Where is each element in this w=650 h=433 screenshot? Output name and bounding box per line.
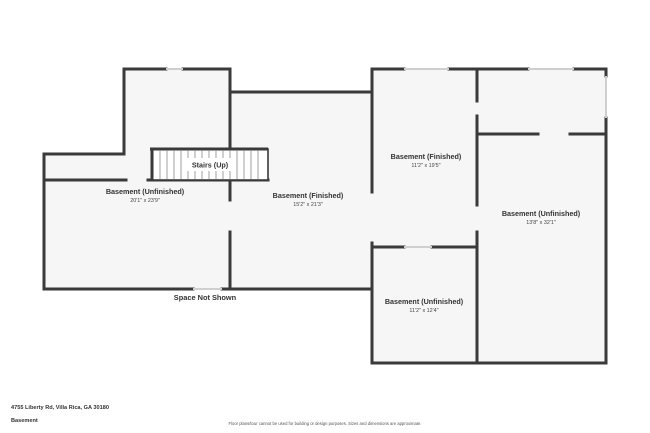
wall-segment (370, 67, 406, 194)
lower-middle-room-floor (372, 247, 477, 363)
room-labels: Basement (Unfinished) 20'1" x 23'9" Base… (106, 152, 581, 314)
disclaimer: Floor plans/tour cannot be used for buil… (228, 421, 422, 426)
wall-segment (42, 93, 195, 291)
stair-treads (159, 150, 259, 179)
stairs-label: Stairs (Up) (192, 161, 229, 170)
space-not-shown-label: Space Not Shown (174, 293, 237, 302)
walls (42, 67, 608, 365)
room-dims-basement-unfinished-middle: 11'2" x 12'4" (409, 308, 438, 314)
room-label-basement-finished-small: Basement (Finished) (391, 152, 462, 161)
windows (166, 68, 607, 290)
stairs-label-bg (187, 158, 233, 171)
room-label-basement-finished-large: Basement (Finished) (273, 191, 344, 200)
room-label-basement-unfinished-right: Basement (Unfinished) (502, 209, 581, 218)
room-dims-basement-unfinished-left: 20'1" x 23'9" (130, 198, 160, 204)
right-room-floor (477, 69, 606, 363)
room-label-basement-unfinished-middle: Basement (Unfinished) (385, 297, 464, 306)
room-label-basement-unfinished-left: Basement (Unfinished) (106, 187, 185, 196)
stairs: Stairs (Up) (150, 147, 269, 181)
wall-segment (122, 67, 168, 97)
floor-label: Basement (11, 418, 38, 424)
upper-middle-room-floor (372, 69, 477, 247)
room-dims-basement-finished-large: 15'2" x 21'3" (293, 202, 323, 208)
wall-segment (181, 67, 374, 94)
property-address: 4755 Liberty Rd, Villa Rica, GA 30180 (11, 405, 109, 411)
room-dims-basement-unfinished-right: 13'8" x 32'1" (526, 220, 556, 226)
room-dims-basement-finished-small: 11'2" x 19'5" (411, 163, 440, 169)
